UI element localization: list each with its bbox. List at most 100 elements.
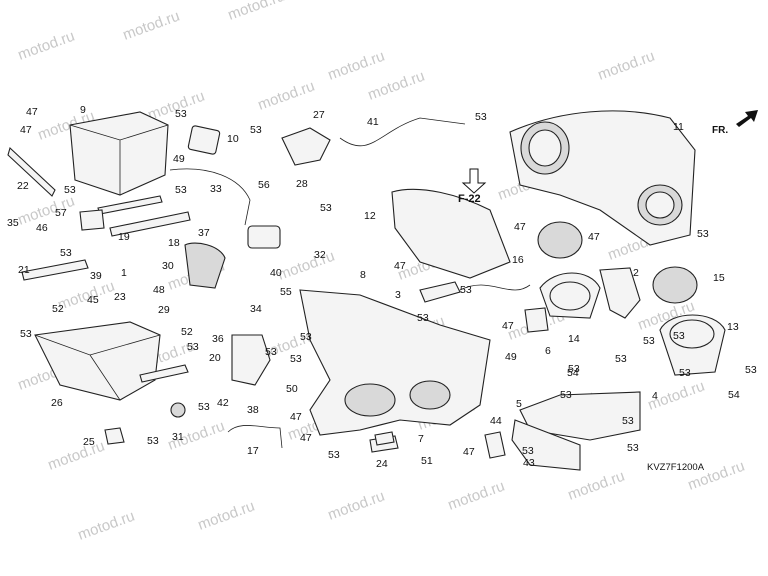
part-callout: 41 <box>367 116 379 128</box>
diagram-code: KVZ7F1200A <box>647 462 705 473</box>
part-callout: 50 <box>286 383 298 395</box>
part-callout: 48 <box>153 284 165 296</box>
reference-f22: F-22 <box>458 168 487 205</box>
part-callout: 51 <box>421 455 433 467</box>
part-callout: 52 <box>181 326 193 338</box>
part-callout: 53 <box>560 389 572 401</box>
ref-label: F-22 <box>458 193 481 205</box>
part-callout: 42 <box>217 397 229 409</box>
part-callout: 53 <box>175 184 187 196</box>
part-callout: 47 <box>290 411 302 423</box>
part-callout: 53 <box>673 330 685 342</box>
part-illustrations <box>7 110 726 471</box>
part-callout: 40 <box>270 267 282 279</box>
part-callout: 49 <box>173 153 185 165</box>
part-callout: 55 <box>280 286 292 298</box>
part-callout: 47 <box>502 320 514 332</box>
part-callout: 53 <box>568 363 580 375</box>
part-callout: 3 <box>395 289 401 301</box>
part-callout: 47 <box>26 106 38 118</box>
part-callout: 57 <box>55 207 67 219</box>
part-callout: 53 <box>300 331 312 343</box>
part-callout: 53 <box>745 364 757 376</box>
part-callout: 6 <box>545 345 551 357</box>
part-callout: 18 <box>168 237 180 249</box>
part-callout: 53 <box>290 353 302 365</box>
part-callout: 9 <box>80 104 86 116</box>
watermark-text: motod.ru <box>446 478 507 514</box>
part-callout: 30 <box>162 260 174 272</box>
part-callout: 28 <box>296 178 308 190</box>
part-callout: 53 <box>417 312 429 324</box>
watermark-text: motod.ru <box>76 508 137 544</box>
part-callout: 10 <box>227 133 239 145</box>
watermark-text: motod.ru <box>16 28 77 64</box>
part-callout: 29 <box>158 304 170 316</box>
watermark-text: motod.ru <box>121 8 182 44</box>
part-callout: 2 <box>633 267 639 279</box>
part-callout: 44 <box>490 415 502 427</box>
part-callout: 53 <box>627 442 639 454</box>
part-callout: 47 <box>588 231 600 243</box>
part-callout: 53 <box>475 111 487 123</box>
part-callout: 15 <box>713 272 725 284</box>
part-callout: 21 <box>18 264 30 276</box>
part-callout: 27 <box>313 109 325 121</box>
direction-label: FR. <box>712 125 728 136</box>
part-callout: 54 <box>567 367 579 379</box>
part-callout: 22 <box>17 180 29 192</box>
part-callout: 47 <box>394 260 406 272</box>
watermark-text: motod.ru <box>596 48 657 84</box>
part-callout: 53 <box>460 284 472 296</box>
watermark-text: motod.ru <box>326 488 387 524</box>
part-callout: 14 <box>568 333 580 345</box>
watermark-text: motod.ru <box>276 248 337 284</box>
part-callout: 36 <box>212 333 224 345</box>
watermark-text: motod.ru <box>326 48 387 84</box>
watermark-text: motod.ru <box>226 0 287 24</box>
part-callout: 43 <box>523 457 535 469</box>
part-callout: 53 <box>622 415 634 427</box>
part-callout: 20 <box>209 352 221 364</box>
part-callout: 4 <box>652 390 658 402</box>
part-callout: 53 <box>615 353 627 365</box>
part-callout: 12 <box>364 210 376 222</box>
part-callout: 13 <box>727 321 739 333</box>
part-callout: 34 <box>250 303 262 315</box>
part-callout: 38 <box>247 404 259 416</box>
part-callout: 5 <box>516 398 522 410</box>
part-callout: 53 <box>64 184 76 196</box>
part-callout: 53 <box>187 341 199 353</box>
part-callout: 45 <box>87 294 99 306</box>
watermark-text: motod.ru <box>256 78 317 114</box>
part-callout: 53 <box>697 228 709 240</box>
front-direction-indicator: FR. <box>712 110 758 136</box>
part-callout: 53 <box>328 449 340 461</box>
part-callout: 33 <box>210 183 222 195</box>
part-callout: 7 <box>418 433 424 445</box>
part-callout: 26 <box>51 397 63 409</box>
part-callout: 53 <box>198 401 210 413</box>
part-callout: 47 <box>300 432 312 444</box>
part-callout: 31 <box>172 431 184 443</box>
part-callout: 23 <box>114 291 126 303</box>
watermark-text: motod.ru <box>366 68 427 104</box>
part-callout: 53 <box>147 435 159 447</box>
part-callout: 53 <box>522 445 534 457</box>
part-callout: 8 <box>360 269 366 281</box>
part-callout: 53 <box>643 335 655 347</box>
part-callout: 25 <box>83 436 95 448</box>
part-callout: 46 <box>36 222 48 234</box>
watermark-text: motod.ru <box>46 438 107 474</box>
part-callout: 53 <box>175 108 187 120</box>
part-callout: 32 <box>314 249 326 261</box>
part-callout: 17 <box>247 445 259 457</box>
part-callout: 53 <box>20 328 32 340</box>
part-callout: 53 <box>250 124 262 136</box>
part-callout: 47 <box>20 124 32 136</box>
part-callout: 54 <box>728 389 740 401</box>
part-callout: 49 <box>505 351 517 363</box>
part-callout: 19 <box>118 231 130 243</box>
part-callout: 53 <box>679 367 691 379</box>
